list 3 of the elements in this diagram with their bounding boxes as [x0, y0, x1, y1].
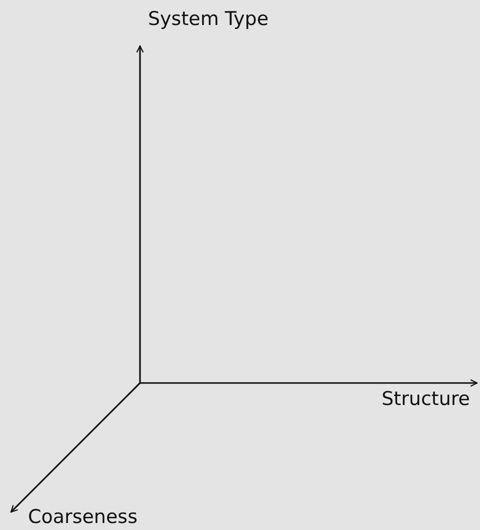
axis-label: Structure — [382, 388, 470, 410]
axis-label: System Type — [148, 8, 269, 30]
axis-label: Coarseness — [28, 506, 138, 528]
